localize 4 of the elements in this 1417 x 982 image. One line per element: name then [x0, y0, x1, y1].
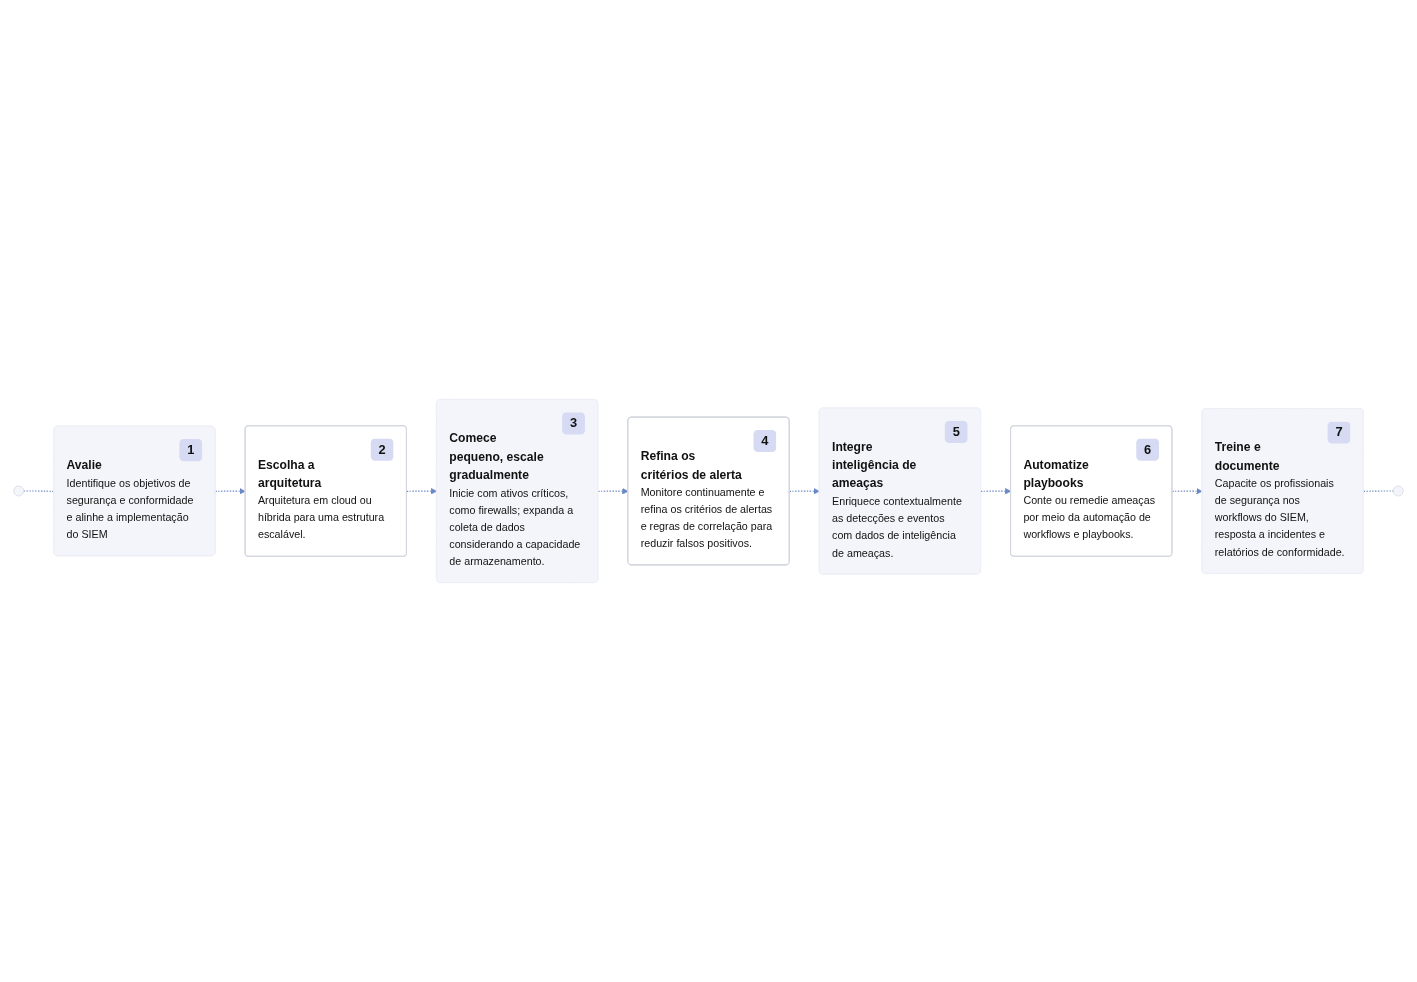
node-circle: [1392, 485, 1404, 497]
node-circle: [13, 485, 25, 497]
arrow: [406, 488, 438, 495]
connector: [1363, 490, 1394, 492]
